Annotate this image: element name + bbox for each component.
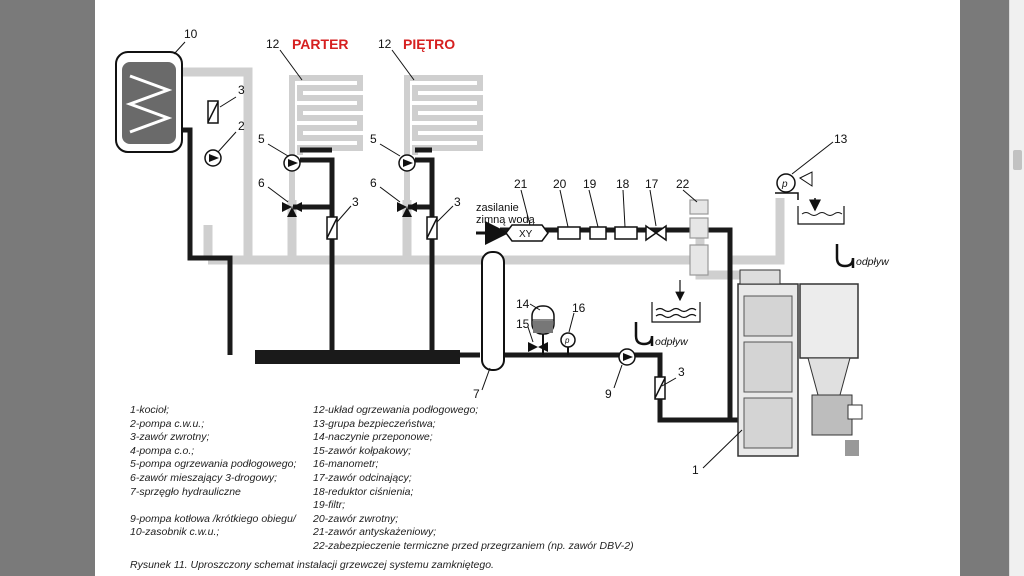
label-14: 14 xyxy=(516,297,530,311)
label-6a: 6 xyxy=(258,176,265,190)
legend-item: 22-zabezpieczenie termiczne przed przegr… xyxy=(313,539,634,552)
drain-trap-icon xyxy=(634,244,855,346)
legend-item: 15-zawór kołpakowy; xyxy=(313,444,412,457)
label-7: 7 xyxy=(473,387,480,401)
label-3a: 3 xyxy=(238,83,245,97)
legend-item: 13-grupa bezpieczeństwa; xyxy=(313,417,436,430)
cap-valve xyxy=(528,342,548,352)
label-22: 22 xyxy=(676,177,690,191)
legend-item: 17-zawór odcinający; xyxy=(313,471,412,484)
legend-item: 18-reduktor ciśnienia; xyxy=(313,485,414,498)
check-valve-icon xyxy=(207,100,666,400)
leader-lines xyxy=(173,41,834,469)
xy-label: XY xyxy=(519,229,533,240)
legend-item: 20-zawór zwrotny; xyxy=(313,512,399,525)
legend-item: 2-pompa c.w.u.; xyxy=(130,417,205,430)
label-19: 19 xyxy=(583,177,597,191)
label-3c: 3 xyxy=(454,195,461,209)
legend-gap xyxy=(130,499,310,513)
filter-icon xyxy=(589,226,607,240)
label-12b: 12 xyxy=(378,37,392,51)
legend-item: 19-filtr; xyxy=(313,499,346,512)
thermal-protection-valve xyxy=(689,199,709,276)
hydraulic-separator xyxy=(481,251,505,371)
legend-item: 6-zawór mieszający 3-drogowy; xyxy=(130,471,278,484)
legend-item: 7-sprzęgło hydrauliczne xyxy=(130,485,241,498)
legend-item: 16-manometr; xyxy=(313,458,379,471)
label-21: 21 xyxy=(514,177,528,191)
label-10: 10 xyxy=(184,27,198,41)
legend-item: 12-układ ogrzewania podłogowego; xyxy=(313,404,479,416)
safety-group: p xyxy=(775,171,845,225)
legend-item: 4-pompa c.o.; xyxy=(130,444,195,457)
non-return-valve xyxy=(557,226,581,240)
label-13: 13 xyxy=(834,132,848,146)
floor-heating-coils xyxy=(289,75,483,200)
mixing-valve-icon xyxy=(282,202,417,217)
drain-basin-icon xyxy=(651,280,701,323)
legend-item: 5-pompa ogrzewania podłogowego; xyxy=(130,458,297,471)
pressure-reducer xyxy=(614,226,638,240)
supply-label-2: zimną wodą xyxy=(476,214,536,226)
label-16: 16 xyxy=(572,301,586,315)
legend-item: 3-zawór zwrotny; xyxy=(130,431,210,444)
manifold-bar xyxy=(255,350,460,364)
legend-item: 14-naczynie przeponowe; xyxy=(313,431,433,444)
drain-label-2: odpływ xyxy=(856,256,890,268)
boiler xyxy=(727,255,863,457)
component-numbers: 10 12 12 3 2 5 5 6 6 3 3 21 20 19 18 17 … xyxy=(184,27,848,477)
legend-item: 10-zasobnik c.w.u.; xyxy=(130,526,220,539)
legend-column-a: 1-kocioł; 2-pompa c.w.u.; 3-zawór zwrotn… xyxy=(130,404,310,540)
label-2: 2 xyxy=(238,119,245,133)
label-3d: 3 xyxy=(678,365,685,379)
legend-item: 9-pompa kotłowa /krótkiego obiegu/ xyxy=(130,512,296,525)
label-12a: 12 xyxy=(266,37,280,51)
label-20: 20 xyxy=(553,177,567,191)
safety-gauge-label: p xyxy=(781,179,788,190)
supply-label: zasilanie xyxy=(476,202,519,214)
label-3b: 3 xyxy=(352,195,359,209)
anti-pollution-valve xyxy=(505,224,549,242)
gauge-label: p xyxy=(564,336,570,345)
label-5b: 5 xyxy=(370,132,377,146)
legend-item: 21-zawór antyskażeniowy; xyxy=(313,526,437,539)
label-5a: 5 xyxy=(258,132,265,146)
drain-label-1: odpływ xyxy=(655,336,689,348)
label-6b: 6 xyxy=(370,176,377,190)
pressure-gauge: p xyxy=(560,332,576,355)
figure-caption: Rysunek 11. Uproszczony schemat instalac… xyxy=(130,559,494,571)
shutoff-valve-icon xyxy=(645,224,667,242)
zone-label-pietro: PIĘTRO xyxy=(403,36,455,52)
vertical-scrollbar[interactable] xyxy=(1009,0,1024,576)
label-18: 18 xyxy=(616,177,630,191)
legend-item: 1-kocioł; xyxy=(130,404,170,416)
label-1: 1 xyxy=(692,463,699,477)
zone-label-parter: PARTER xyxy=(292,36,349,52)
legend-column-b: 12-układ ogrzewania podłogowego; 13-grup… xyxy=(313,404,693,554)
label-9: 9 xyxy=(605,387,612,401)
dhw-tank xyxy=(115,51,183,153)
label-17: 17 xyxy=(645,177,659,191)
scrollbar-thumb[interactable] xyxy=(1013,150,1022,170)
label-15: 15 xyxy=(516,317,530,331)
